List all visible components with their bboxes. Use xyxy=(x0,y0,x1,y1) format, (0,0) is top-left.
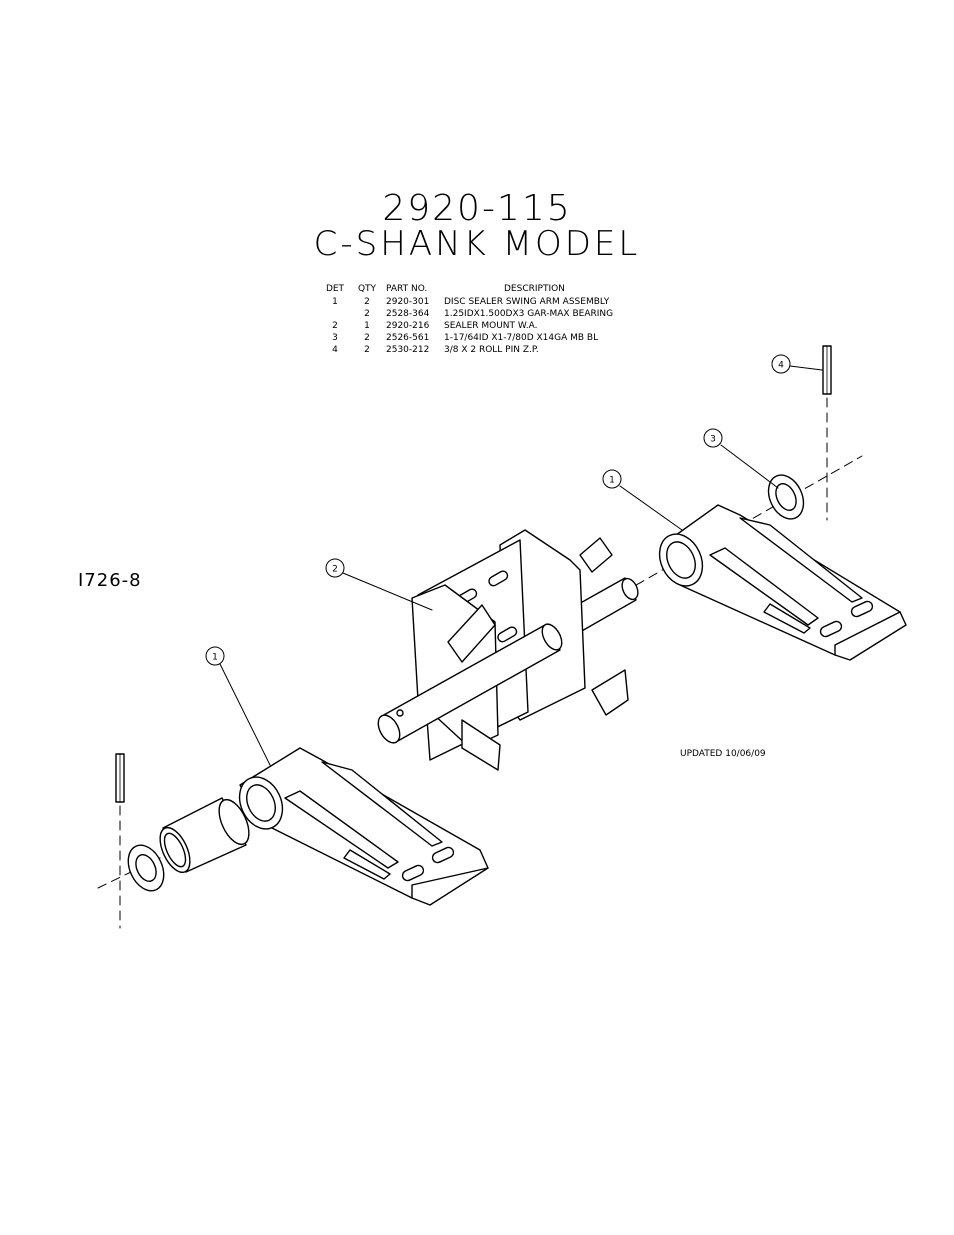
slot-left-2 xyxy=(401,864,425,882)
swing-arm-left xyxy=(238,747,489,906)
row-part-no: 2920-216 xyxy=(386,321,430,331)
axis-segment-right xyxy=(609,455,863,601)
row-description: 3/8 X 2 ROLL PIN Z.P. xyxy=(444,345,539,355)
row-description: SEALER MOUNT W.A. xyxy=(444,321,538,331)
washer-right xyxy=(767,474,805,520)
assembly-number-title: 2920-115 xyxy=(382,188,572,229)
row-description: 1-17/64ID X1-7/80D X14GA MB BL xyxy=(444,333,599,343)
slot-right-1 xyxy=(850,600,874,618)
row-det: 1 xyxy=(332,297,338,307)
row-qty: 2 xyxy=(364,333,370,343)
leader-3 xyxy=(720,444,779,489)
roll-pin-left xyxy=(115,753,125,803)
table-row: 3 2 2526-561 1-17/64ID X1-7/80D X14GA MB… xyxy=(322,332,619,344)
swing-arm-left-rib-upper xyxy=(321,761,443,847)
row-description: DISC SEALER SWING ARM ASSEMBLY xyxy=(444,297,610,307)
mount-shaft-front-end xyxy=(377,714,401,744)
row-part-no: 2528-364 xyxy=(386,309,430,319)
table-row: 2 2528-364 1.25IDX1.500DX3 GAR-MAX BEARI… xyxy=(322,308,619,320)
row-description: 1.25IDX1.500DX3 GAR-MAX BEARING xyxy=(444,309,614,319)
parts-table: DET QTY PART NO. DESCRIPTION 1 2 2920-30… xyxy=(322,283,619,356)
mount-fin-lower-front xyxy=(461,719,501,771)
swing-arm-right-bore xyxy=(666,541,696,579)
bearing-sleeve xyxy=(159,797,250,874)
leader-1-right xyxy=(619,485,683,531)
callout-4-number: 4 xyxy=(778,361,784,371)
swing-arm-left-rib-lower xyxy=(284,790,399,869)
table-row: 2 1 2920-216 SEALER MOUNT W.A. xyxy=(322,320,619,332)
table-row: 4 2 2530-212 3/8 X 2 ROLL PIN Z.P. xyxy=(322,344,619,356)
callout-1-left-number: 1 xyxy=(212,653,218,663)
swing-arm-right-edge xyxy=(834,611,901,656)
row-qty: 2 xyxy=(364,345,370,355)
swing-arm-left-tab xyxy=(343,849,391,880)
row-qty: 1 xyxy=(364,321,370,331)
swing-arm-left-edge xyxy=(411,867,489,899)
swing-arm-right-rib-upper xyxy=(739,517,863,603)
updated-date-label: UPDATED 10/06/09 xyxy=(680,749,766,759)
row-qty: 2 xyxy=(364,297,370,307)
leader-1-left xyxy=(219,663,271,766)
swing-arm-right xyxy=(658,504,907,661)
leader-4 xyxy=(789,365,823,371)
roll-pin-right xyxy=(822,345,832,395)
mount-rear-shaft-end xyxy=(621,577,639,601)
row-det: 2 xyxy=(332,321,338,331)
header-qty: QTY xyxy=(357,284,377,294)
swing-arm-right-rib-lower xyxy=(709,547,819,626)
callout-1-right-number: 1 xyxy=(609,476,615,486)
row-det: 4 xyxy=(332,345,338,355)
callout-3-number: 3 xyxy=(710,435,716,445)
mount-main-shaft-end xyxy=(541,623,563,651)
parts-table-header: DET QTY PART NO. DESCRIPTION xyxy=(322,283,619,296)
bearing-sleeve-far-end xyxy=(218,798,250,846)
callout-1-right-circle xyxy=(602,469,622,489)
mount-fin-upper-back xyxy=(579,537,613,573)
model-title: C-SHANK MODEL xyxy=(313,224,641,264)
sealer-mount xyxy=(377,529,639,771)
callout-1-left-circle xyxy=(205,646,225,666)
swing-arm-left-body xyxy=(239,747,489,906)
callout-4-circle xyxy=(771,354,791,374)
row-det: 3 xyxy=(332,333,338,343)
row-part-no: 2530-212 xyxy=(386,345,430,355)
mount-slot-3 xyxy=(497,626,518,643)
row-part-no: 2920-301 xyxy=(386,297,430,307)
header-description: DESCRIPTION xyxy=(504,284,565,294)
slot-right-2 xyxy=(819,620,843,638)
mount-fin-lower-back xyxy=(591,669,629,716)
mount-shaft-pin-hole xyxy=(396,709,404,717)
callout-3-circle xyxy=(703,428,723,448)
mount-slot-1 xyxy=(488,570,509,587)
washer-right-inner xyxy=(775,483,797,511)
drawing-id-label: I726-8 xyxy=(78,570,142,591)
callouts: 1 3 4 2 1 xyxy=(205,354,823,766)
callout-2-circle xyxy=(325,558,345,578)
row-qty: 2 xyxy=(364,309,370,319)
swing-arm-right-tab xyxy=(763,603,811,634)
table-row: 1 2 2920-301 DISC SEALER SWING ARM ASSEM… xyxy=(322,296,619,308)
row-part-no: 2526-561 xyxy=(386,333,430,343)
mount-fin-upper-front xyxy=(447,604,496,663)
swing-arm-right-body xyxy=(661,504,907,661)
washer-left-inner xyxy=(135,854,157,882)
swing-arm-left-bore xyxy=(246,784,276,822)
bearing-sleeve-bore xyxy=(163,832,187,868)
slot-left-1 xyxy=(431,846,455,864)
washer-left xyxy=(127,844,165,892)
header-det: DET xyxy=(325,284,345,294)
header-part-no: PART NO. xyxy=(386,284,428,294)
leader-2 xyxy=(342,572,433,611)
callout-2-number: 2 xyxy=(332,565,338,575)
